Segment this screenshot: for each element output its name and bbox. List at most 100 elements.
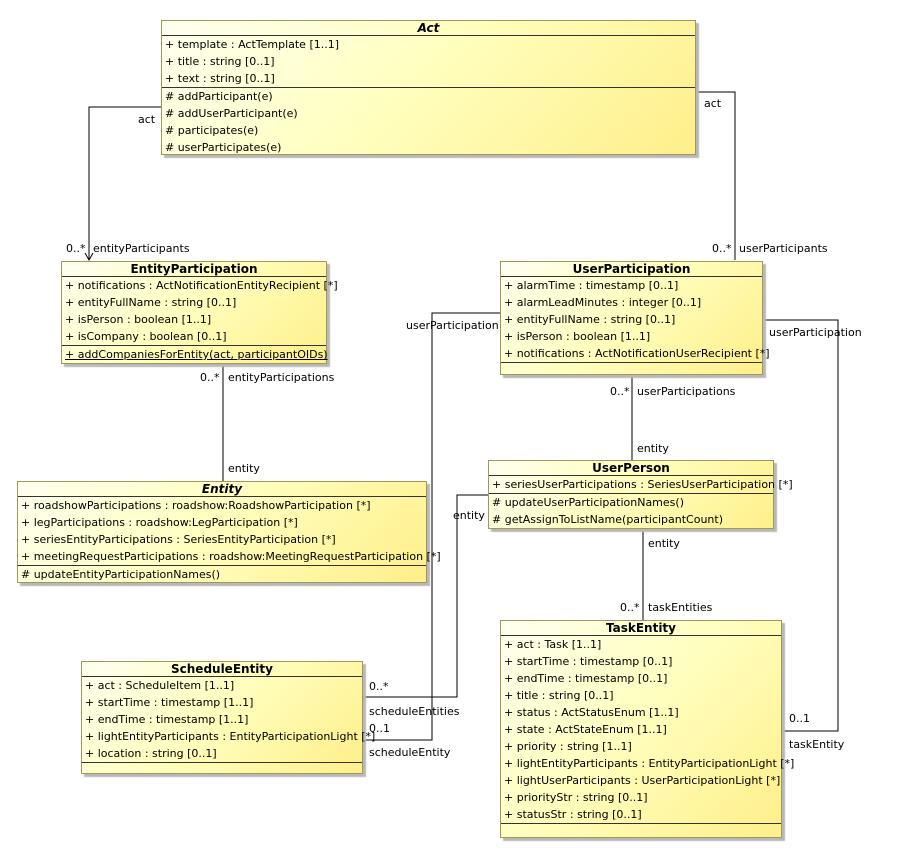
- operations-section: + addCompaniesForEntity(act, participant…: [62, 346, 328, 363]
- operations-section: [82, 763, 362, 769]
- attribute: + lightUserParticipants : UserParticipat…: [504, 774, 781, 787]
- attributes-section: + notifications : ActNotificationEntityR…: [62, 277, 338, 346]
- attributes-section: + template : ActTemplate [1..1] + title …: [162, 36, 695, 88]
- operations-section: [501, 363, 762, 369]
- attribute: + priorityStr : string [0..1]: [504, 791, 648, 804]
- class-act[interactable]: Act + template : ActTemplate [1..1] + ti…: [161, 20, 696, 155]
- operation: # addUserParticipant(e): [165, 107, 298, 120]
- multiplicity-schedule-entities: 0..*: [369, 680, 389, 693]
- role-label-user-participations: userParticipations: [637, 385, 736, 398]
- class-name: EntityParticipation: [62, 262, 326, 277]
- class-entity-participation[interactable]: EntityParticipation + notifications : Ac…: [61, 261, 338, 364]
- operations-section: [501, 824, 781, 830]
- operation: # getAssignToListName(participantCount): [492, 513, 724, 526]
- role-label-user-participants: userParticipants: [739, 242, 828, 255]
- attributes-section: + act : Task [1..1] + startTime : timest…: [501, 636, 795, 824]
- attributes-section: + alarmTime : timestamp [0..1] + alarmLe…: [501, 277, 770, 363]
- association-userparticipation-scheduleentity: [363, 312, 500, 741]
- attribute: + startTime : timestamp [1..1]: [85, 696, 254, 709]
- attribute: + location : string [0..1]: [85, 747, 217, 760]
- attribute: + isPerson : boolean [1..1]: [65, 313, 212, 326]
- role-label-entity-top: entity: [228, 462, 260, 475]
- class-schedule-entity[interactable]: ScheduleEntity + act : ScheduleItem [1..…: [81, 661, 376, 774]
- class-task-entity[interactable]: TaskEntity + act : Task [1..1] + startTi…: [500, 620, 795, 838]
- attribute: + notifications : ActNotificationUserRec…: [504, 347, 770, 360]
- role-label-act-left: act: [138, 113, 156, 126]
- multiplicity-task-one: 0..1: [789, 712, 810, 725]
- multiplicity-user-participations: 0..*: [610, 385, 630, 398]
- multiplicity-entity-participants: 0..*: [66, 242, 86, 255]
- operation: # addParticipant(e): [165, 90, 273, 103]
- attribute: + meetingRequestParticipations : roadsho…: [21, 550, 441, 563]
- attribute: + notifications : ActNotificationEntityR…: [65, 279, 338, 292]
- attribute: + alarmTime : timestamp [0..1]: [504, 279, 679, 292]
- attributes-section: + seriesUserParticipations : SeriesUserP…: [489, 476, 793, 494]
- multiplicity-schedule-one: 0..1: [369, 722, 390, 735]
- operation: # updateUserParticipationNames(): [492, 496, 684, 509]
- role-label-task-entities: taskEntities: [648, 601, 713, 614]
- class-entity[interactable]: Entity + roadshowParticipations : roadsh…: [17, 481, 441, 583]
- multiplicity-task-entities: 0..*: [620, 601, 640, 614]
- attribute: + isPerson : boolean [1..1]: [504, 330, 651, 343]
- multiplicity-entity-participations: 0..*: [200, 371, 220, 384]
- attributes-section: + roadshowParticipations : roadshow:Road…: [18, 497, 441, 566]
- navigation-arrow: [84, 252, 94, 262]
- association-act-entityparticipants: [88, 106, 162, 260]
- role-label-userperson-entity-left: entity: [453, 509, 485, 522]
- operations-section: # updateUserParticipationNames() # getAs…: [489, 494, 773, 528]
- attribute: + seriesUserParticipations : SeriesUserP…: [492, 478, 793, 491]
- operation: + addCompaniesForEntity(act, participant…: [65, 348, 328, 361]
- attribute: + act : Task [1..1]: [504, 638, 602, 651]
- role-label-user-participation-left: userParticipation: [406, 319, 499, 332]
- attribute: + template : ActTemplate [1..1]: [165, 38, 340, 51]
- attribute: + startTime : timestamp [0..1]: [504, 655, 673, 668]
- role-label-task-entity: taskEntity: [789, 738, 845, 751]
- operation: # userParticipates(e): [165, 141, 282, 154]
- attribute: + lightEntityParticipants : EntityPartic…: [504, 757, 795, 770]
- attribute: + roadshowParticipations : roadshow:Road…: [21, 499, 371, 512]
- attribute: + isCompany : boolean [0..1]: [65, 330, 227, 343]
- association-act-userparticipants: [696, 91, 736, 260]
- attribute: + endTime : timestamp [0..1]: [504, 672, 668, 685]
- attribute: + act : ScheduleItem [1..1]: [85, 679, 235, 692]
- attribute: + entityFullName : string [0..1]: [65, 296, 237, 309]
- attribute: + alarmLeadMinutes : integer [0..1]: [504, 296, 702, 309]
- class-name: ScheduleEntity: [82, 662, 362, 677]
- attribute: + endTime : timestamp [1..1]: [85, 713, 249, 726]
- class-user-participation[interactable]: UserParticipation + alarmTime : timestam…: [500, 261, 770, 375]
- attribute: + lightEntityParticipants : EntityPartic…: [85, 730, 376, 743]
- attribute: + status : ActStatusEnum [1..1]: [504, 706, 679, 719]
- attribute: + entityFullName : string [0..1]: [504, 313, 676, 326]
- operations-section: # addParticipant(e) # addUserParticipant…: [162, 88, 695, 156]
- class-name: TaskEntity: [501, 621, 781, 636]
- association-userperson-scheduleentity: [363, 494, 489, 698]
- attribute: + title : string [0..1]: [165, 55, 275, 68]
- attribute: + priority : string [1..1]: [504, 740, 632, 753]
- role-label-schedule-entity: scheduleEntity: [369, 746, 451, 759]
- role-label-user-participation-right: userParticipation: [769, 326, 862, 339]
- operation: # participates(e): [165, 124, 259, 137]
- operation: # updateEntityParticipationNames(): [21, 568, 221, 581]
- role-label-userperson-entity: entity: [637, 442, 669, 455]
- role-label-entity-participations: entityParticipations: [228, 371, 335, 384]
- attribute: + seriesEntityParticipations : SeriesEnt…: [21, 533, 336, 546]
- role-label-entity-participants: entityParticipants: [93, 242, 190, 255]
- class-name: Entity: [18, 482, 426, 497]
- class-name: Act: [162, 21, 695, 36]
- multiplicity-user-participants: 0..*: [712, 242, 732, 255]
- attribute: + statusStr : string [0..1]: [504, 808, 642, 821]
- role-label-schedule-entities: scheduleEntities: [369, 705, 460, 718]
- class-name: UserParticipation: [501, 262, 762, 277]
- operations-section: # updateEntityParticipationNames(): [18, 566, 426, 583]
- attribute: + state : ActStateEnum [1..1]: [504, 723, 667, 736]
- attribute: + text : string [0..1]: [165, 72, 275, 85]
- class-user-person[interactable]: UserPerson + seriesUserParticipations : …: [488, 460, 793, 529]
- role-label-act-right: act: [704, 97, 722, 110]
- attribute: + title : string [0..1]: [504, 689, 614, 702]
- class-name: UserPerson: [489, 461, 773, 476]
- attributes-section: + act : ScheduleItem [1..1] + startTime …: [82, 677, 376, 763]
- association-userparticipation-taskentity: [763, 319, 839, 732]
- role-label-userperson-entity-bottom: entity: [648, 537, 680, 550]
- attribute: + legParticipations : roadshow:LegPartic…: [21, 516, 298, 529]
